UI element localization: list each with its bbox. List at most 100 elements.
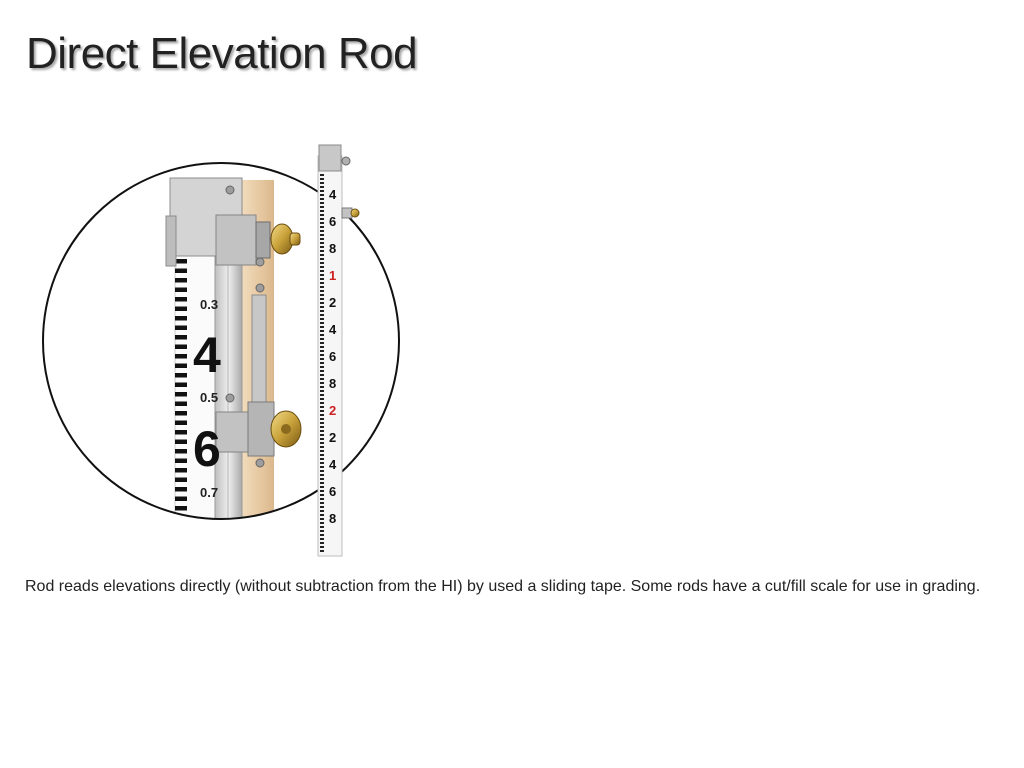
full-rod-cap <box>318 144 342 172</box>
rod-tick <box>320 410 324 412</box>
rod-tick <box>320 174 324 176</box>
rod-tick <box>320 434 324 436</box>
zoom-tick <box>175 430 187 435</box>
rod-number: 8 <box>329 241 336 256</box>
rod-tick <box>320 426 324 428</box>
zoom-label-digit-bottom: 6 <box>193 421 221 477</box>
zoom-tick <box>175 496 187 501</box>
rod-number: 2 <box>329 430 336 445</box>
rod-tick <box>320 522 324 524</box>
rod-tick <box>320 374 324 376</box>
rod-tick <box>320 298 324 300</box>
rod-tick <box>320 370 324 372</box>
zoom-label-tenth-mid: 0.5 <box>200 390 218 405</box>
zoom-circle <box>42 162 400 520</box>
rod-tick <box>320 182 324 184</box>
rod-tick <box>320 462 324 464</box>
rod-tick <box>320 226 324 228</box>
rod-number: 1 <box>329 268 336 283</box>
zoom-tick <box>175 382 187 387</box>
rod-tick <box>320 190 324 192</box>
rod-tick <box>320 206 324 208</box>
rod-tick <box>320 346 324 348</box>
rod-tick <box>320 266 324 268</box>
rod-tick <box>320 210 324 212</box>
rod-tick <box>320 222 324 224</box>
rod-tick <box>320 438 324 440</box>
rod-tick <box>320 466 324 468</box>
rod-tick <box>320 310 324 312</box>
rod-tick <box>320 398 324 400</box>
rod-tick <box>320 446 324 448</box>
zoom-tick <box>175 363 187 368</box>
zoom-detail: 0.3 4 0.5 6 0.7 <box>165 177 302 565</box>
rod-tick <box>320 414 324 416</box>
rod-tick <box>320 270 324 272</box>
zoom-label-tenth-bottom: 0.7 <box>200 485 218 500</box>
rod-number: 6 <box>329 484 336 499</box>
rod-tick <box>320 194 324 196</box>
rod-tick <box>320 258 324 260</box>
zoom-tick <box>175 325 187 330</box>
rod-tick <box>320 506 324 508</box>
rod-tick <box>320 450 324 452</box>
rod-tick <box>320 490 324 492</box>
rod-tick <box>320 526 324 528</box>
rod-tick <box>320 202 324 204</box>
zoom-label-digit-top: 4 <box>193 327 221 383</box>
rod-tick <box>320 214 324 216</box>
rod-tick <box>320 498 324 500</box>
rod-tick <box>320 274 324 276</box>
zoom-tick <box>175 449 187 454</box>
rod-tick <box>320 502 324 504</box>
zoom-tick <box>175 525 187 530</box>
rod-number: 2 <box>329 295 336 310</box>
rod-tick <box>320 418 324 420</box>
zoom-tick <box>175 306 187 311</box>
rod-number: 4 <box>329 322 337 337</box>
rod-tick <box>320 262 324 264</box>
rod-tick <box>320 290 324 292</box>
zoom-tick <box>175 392 187 397</box>
rod-tick <box>320 518 324 520</box>
slide-title: Direct Elevation Rod <box>26 29 418 78</box>
rod-number: 8 <box>329 511 336 526</box>
rod-tick <box>320 494 324 496</box>
full-rod-ticks <box>320 174 324 552</box>
rod-tick <box>320 318 324 320</box>
rod-tick <box>320 366 324 368</box>
rod-tick <box>320 378 324 380</box>
rod-number: 8 <box>329 376 336 391</box>
zoom-tick <box>175 268 187 273</box>
rod-tick <box>320 302 324 304</box>
zoom-tick <box>175 420 187 425</box>
zoom-tick <box>175 287 187 292</box>
zoom-tick <box>175 563 187 565</box>
rod-tick <box>320 230 324 232</box>
zoom-tick <box>175 278 187 283</box>
rod-tick <box>320 362 324 364</box>
slide-body-text: Rod reads elevations directly (without s… <box>25 578 981 595</box>
rod-tick <box>320 322 324 324</box>
rod-tick <box>320 254 324 256</box>
rod-tick <box>320 454 324 456</box>
rod-tick <box>320 546 324 548</box>
zoom-tick <box>175 316 187 321</box>
rod-tick <box>320 406 324 408</box>
rod-tick <box>320 390 324 392</box>
zoom-tick <box>175 477 187 482</box>
rod-tick <box>320 234 324 236</box>
rod-tick <box>320 458 324 460</box>
rod-tick <box>320 430 324 432</box>
zoom-tick <box>175 297 187 302</box>
rod-tick <box>320 486 324 488</box>
rod-number: 4 <box>329 457 337 472</box>
upper-clamp <box>215 214 257 266</box>
rod-tick <box>320 394 324 396</box>
rod-tick <box>320 338 324 340</box>
rod-tick <box>320 402 324 404</box>
rod-tick <box>320 534 324 536</box>
rod-tick <box>320 294 324 296</box>
